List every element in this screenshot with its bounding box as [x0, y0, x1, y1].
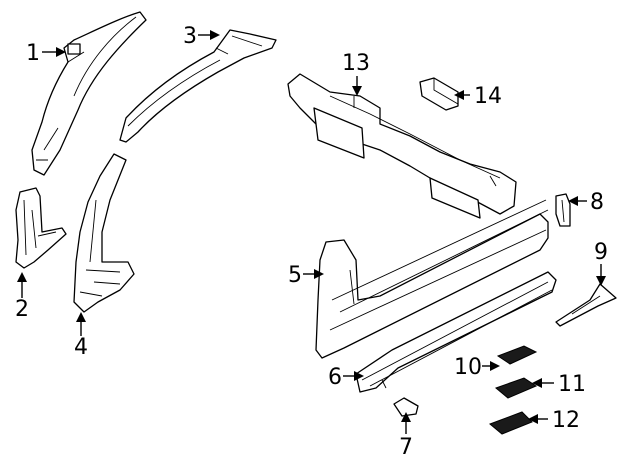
svg-text:14: 14 — [474, 84, 502, 109]
callout-7: 7 — [399, 412, 413, 460]
callout-4: 4 — [74, 312, 88, 360]
svg-text:1: 1 — [26, 41, 40, 66]
svg-text:7: 7 — [399, 435, 413, 460]
callout-9: 9 — [594, 240, 608, 286]
part-1-a-pillar-upper[interactable] — [31, 11, 147, 176]
part-10-pad[interactable] — [496, 345, 538, 365]
svg-text:13: 13 — [342, 51, 370, 76]
part-14-block[interactable] — [419, 77, 459, 111]
callout-1: 1 — [26, 41, 66, 66]
callout-2: 2 — [15, 272, 29, 322]
svg-text:9: 9 — [594, 240, 608, 265]
svg-text:4: 4 — [74, 335, 88, 360]
callout-10: 10 — [454, 355, 500, 380]
part-3-roof-rail[interactable] — [119, 29, 277, 143]
svg-text:8: 8 — [590, 190, 604, 215]
part-5-rocker-inner[interactable] — [315, 199, 549, 359]
callout-6: 6 — [328, 365, 364, 390]
part-13-cross-member[interactable] — [287, 73, 517, 219]
part-6-rocker-reinforcement[interactable] — [355, 271, 557, 393]
part-7-clip[interactable] — [393, 397, 419, 417]
svg-text:10: 10 — [454, 355, 482, 380]
part-9-brace[interactable] — [555, 283, 617, 327]
svg-text:2: 2 — [15, 297, 29, 322]
part-2-pillar-bracket[interactable] — [15, 187, 67, 269]
part-12-pad[interactable] — [489, 411, 533, 435]
callout-8: 8 — [568, 190, 604, 215]
svg-text:11: 11 — [558, 372, 586, 397]
part-8-bracket[interactable] — [555, 193, 571, 227]
callout-14: 14 — [454, 84, 502, 109]
svg-text:3: 3 — [183, 24, 197, 49]
svg-text:6: 6 — [328, 365, 342, 390]
svg-text:12: 12 — [552, 408, 580, 433]
callout-12: 12 — [528, 408, 580, 433]
callout-11: 11 — [532, 372, 586, 397]
callout-3: 3 — [183, 24, 220, 49]
callout-13: 13 — [342, 51, 370, 96]
part-4-b-pillar-inner[interactable] — [73, 153, 135, 313]
part-11-pad[interactable] — [495, 377, 538, 399]
callout-5: 5 — [288, 263, 324, 288]
svg-text:5: 5 — [288, 263, 302, 288]
